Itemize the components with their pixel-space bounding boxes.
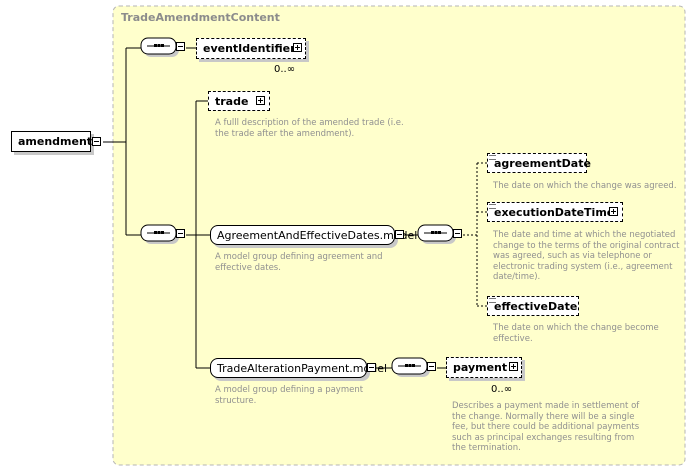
element-description: The date on which the change become effe… [493, 323, 659, 344]
collapse-icon[interactable] [427, 362, 436, 371]
element-label: payment [453, 361, 508, 374]
element-payment[interactable]: payment [446, 357, 522, 378]
group-ref-label: AgreementAndEffectiveDates.model [217, 228, 418, 242]
expand-icon[interactable] [256, 96, 265, 105]
group-ref-description: A model group defining a payment structu… [215, 385, 364, 406]
root-element-label: amendment [18, 135, 93, 148]
element-trade[interactable]: trade [208, 91, 270, 111]
simple-type-icon [489, 204, 496, 209]
element-execution-date-time[interactable]: executionDateTime [487, 202, 623, 222]
expand-icon[interactable] [609, 207, 618, 216]
occurrence-label: 0..∞ [274, 64, 296, 75]
element-label: agreementDate [494, 156, 591, 170]
connector-lines [103, 47, 446, 369]
group-ref-description: A model group defining agreement and eff… [215, 252, 383, 273]
expand-icon[interactable] [509, 362, 518, 371]
element-description: The date and time at which the negotiate… [493, 230, 680, 282]
simple-type-icon [489, 155, 496, 160]
connector-lines-dashed [463, 162, 487, 307]
collapse-icon[interactable] [367, 363, 376, 372]
group-ref-label: TradeAlterationPayment.model [217, 361, 388, 375]
element-effective-date[interactable]: effectiveDate [487, 296, 579, 316]
element-description: A fulll description of the amended trade… [215, 118, 404, 139]
element-agreement-date[interactable]: agreementDate [487, 153, 591, 173]
sequence-compositor-dates [417, 224, 456, 244]
group-ref-agreement-dates[interactable]: AgreementAndEffectiveDates.model [210, 225, 417, 245]
element-description: The date on which the change was agreed. [493, 181, 677, 191]
sequence-compositor-main [140, 224, 179, 244]
collapse-icon[interactable] [92, 137, 101, 146]
element-event-identifier[interactable]: eventIdentifier [196, 38, 306, 59]
collapse-icon[interactable] [453, 229, 462, 238]
collapse-icon[interactable] [395, 230, 404, 239]
root-element-amendment[interactable]: amendment [11, 131, 93, 152]
collapse-icon[interactable] [176, 229, 185, 238]
sequence-compositor-top [140, 37, 179, 57]
simple-type-icon [489, 298, 496, 303]
element-label: executionDateTime [494, 205, 615, 219]
element-label: trade [215, 94, 249, 108]
group-ref-alteration-payment[interactable]: TradeAlterationPayment.model [210, 358, 387, 378]
element-label: effectiveDate [494, 299, 578, 313]
group-title: TradeAmendmentContent [121, 11, 280, 24]
occurrence-label: 0..∞ [491, 384, 513, 395]
expand-icon[interactable] [293, 43, 302, 52]
element-description: Describes a payment made in settlement o… [452, 401, 640, 453]
element-label: eventIdentifier [203, 42, 296, 55]
sequence-compositor-payment [391, 357, 430, 377]
collapse-icon[interactable] [176, 42, 185, 51]
